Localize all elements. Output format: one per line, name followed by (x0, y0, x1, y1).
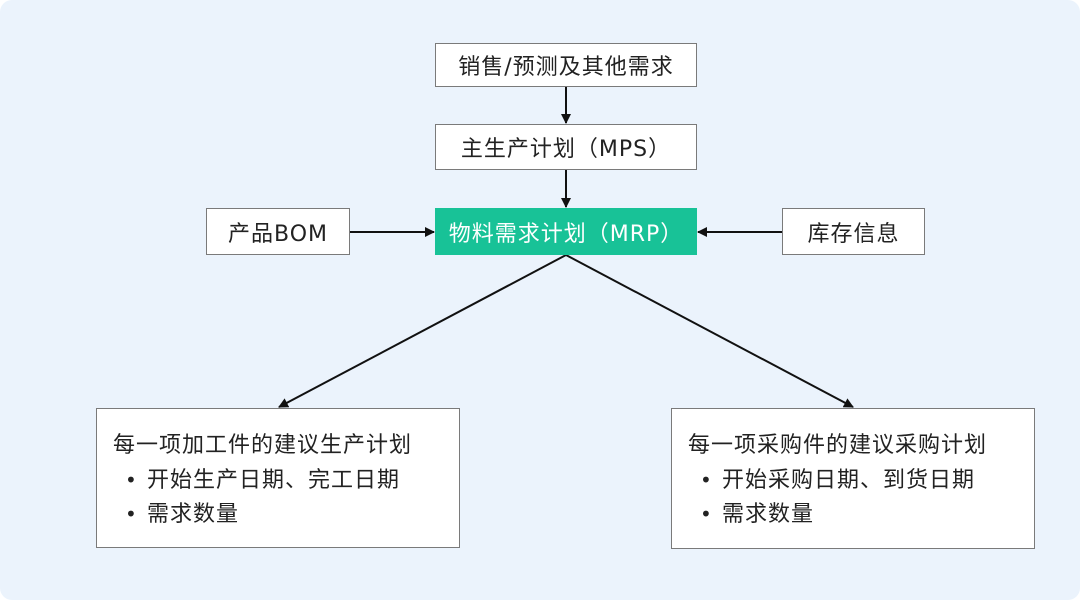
bullet-icon: • (700, 468, 713, 492)
purchase-plan-output: 每一项采购件的建议采购计划 • 开始采购日期、到货日期 • 需求数量 (671, 408, 1035, 549)
arrow-mrp-to-left-output (278, 254, 567, 408)
mrp-label: 物料需求计划（MRP） (448, 221, 684, 247)
bullet-icon: • (700, 502, 713, 526)
inventory-label: 库存信息 (807, 221, 900, 247)
mps-node: 主生产计划（MPS） (435, 124, 697, 170)
sales-forecast-node: 销售/预测及其他需求 (435, 43, 697, 87)
purchase-plan-list: • 开始采购日期、到货日期 • 需求数量 (688, 463, 1034, 531)
bullet-icon: • (125, 468, 138, 492)
list-item: • 需求数量 (113, 497, 459, 531)
production-plan-list: • 开始生产日期、完工日期 • 需求数量 (113, 463, 459, 531)
arrow-mrp-to-right-output (565, 254, 854, 408)
sales-forecast-label: 销售/预测及其他需求 (458, 55, 674, 80)
list-item: • 开始采购日期、到货日期 (688, 463, 1034, 497)
mrp-node: 物料需求计划（MRP） (435, 208, 697, 255)
list-item: • 开始生产日期、完工日期 (113, 463, 459, 497)
bom-node: 产品BOM (206, 208, 350, 255)
bullet-icon: • (125, 502, 138, 526)
list-item-text: 需求数量 (147, 502, 240, 527)
production-plan-title: 每一项加工件的建议生产计划 (113, 433, 413, 458)
mps-label: 主生产计划（MPS） (460, 137, 672, 162)
list-item-text: 开始采购日期、到货日期 (722, 468, 976, 493)
list-item-text: 需求数量 (722, 502, 815, 527)
bom-label: 产品BOM (227, 221, 328, 247)
production-plan-output: 每一项加工件的建议生产计划 • 开始生产日期、完工日期 • 需求数量 (96, 408, 460, 548)
list-item-text: 开始生产日期、完工日期 (147, 468, 401, 493)
inventory-node: 库存信息 (782, 208, 925, 255)
purchase-plan-title: 每一项采购件的建议采购计划 (688, 433, 988, 458)
list-item: • 需求数量 (688, 497, 1034, 531)
